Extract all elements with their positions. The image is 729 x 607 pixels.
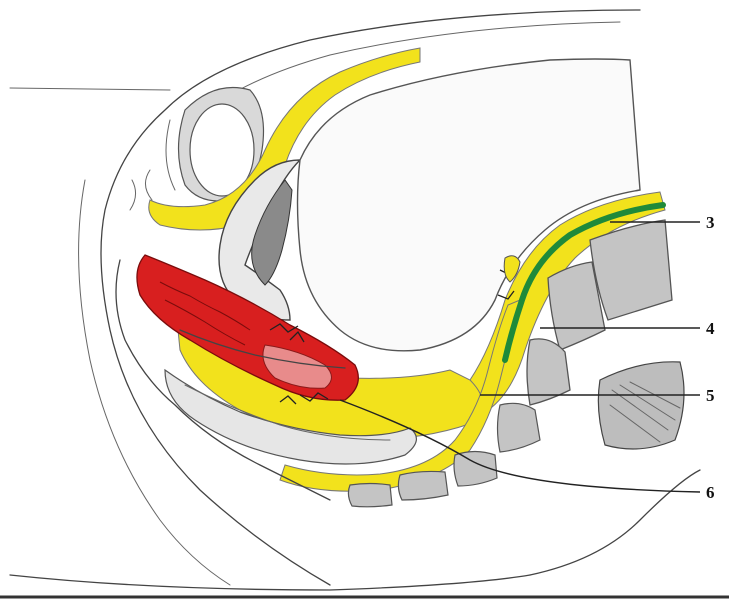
label-3: 3 — [706, 213, 715, 232]
label-5: 5 — [706, 386, 715, 405]
label-4: 4 — [706, 319, 715, 338]
coccyx-segment-3 — [398, 471, 448, 500]
coccyx-segment-4 — [348, 484, 392, 507]
label-6: 6 — [706, 483, 715, 502]
